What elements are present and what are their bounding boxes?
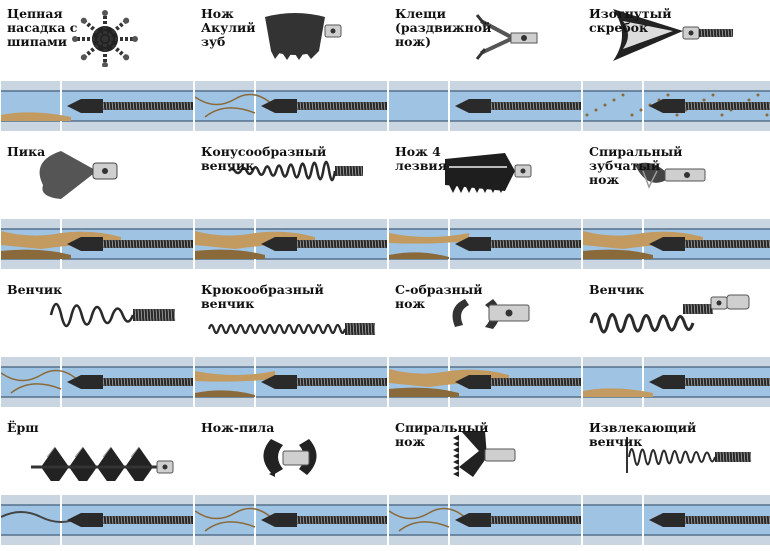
four-blade-cutter-icon: [445, 153, 532, 193]
pipe-cross-section: [195, 81, 387, 131]
tool-label: Венчик: [7, 282, 63, 297]
pipe-cross-section: [1, 219, 193, 269]
tool-label: Изогнутый скребок: [589, 6, 672, 35]
pipe-cross-section: [1, 357, 193, 407]
tool-cell: Цепная насадка с шипами: [1, 1, 193, 137]
tool-cell: Нож-пила: [195, 415, 387, 551]
curved-scraper-icon: [613, 9, 733, 61]
expanding-pliers-icon: [475, 14, 538, 60]
retrieving-whisk-icon: [626, 437, 752, 473]
pipe-cross-section: [195, 357, 387, 407]
tool-label: Конусообразный венчик: [201, 144, 327, 173]
pipe-cross-section: [389, 219, 581, 269]
pipe-cross-section: [195, 495, 387, 545]
tool-label: Клещи (раздвижной нож): [395, 6, 492, 49]
pipe-cross-section: [389, 81, 581, 131]
saw-cutter-icon: [263, 439, 317, 477]
spiral-cutter-icon: [453, 431, 516, 477]
tool-label: С-образный нож: [395, 282, 483, 311]
tool-cell: Венчик: [583, 277, 770, 413]
pipe-cross-section: [389, 357, 581, 407]
brush-auger-icon: [31, 446, 174, 481]
pipe-cross-section: [583, 357, 770, 407]
pipe-cross-section: [583, 81, 770, 131]
tool-cell: Нож Акулий зуб: [195, 1, 387, 137]
tool-label: Цепная насадка с шипами: [7, 6, 78, 49]
pipe-cross-section: [1, 495, 193, 545]
tool-cell: Извлекающий венчик: [583, 415, 770, 551]
tool-label: Извлекающий венчик: [589, 420, 697, 449]
pipe-cross-section: [389, 495, 581, 545]
tool-cell: Конусообразный венчик: [195, 139, 387, 275]
tool-label: Ёрш: [7, 420, 39, 435]
whisk-icon: [49, 302, 176, 328]
tool-label: Спиральный нож: [395, 420, 489, 449]
large-whisk-icon: [589, 294, 750, 334]
cone-whisk-icon: [227, 160, 363, 182]
tool-cell: Изогнутый скребок: [583, 1, 770, 137]
tool-cell: Нож 4 лезвия: [389, 139, 581, 275]
tool-cell: Ёрш: [1, 415, 193, 551]
tool-label: Пика: [7, 144, 46, 159]
tool-label: Нож 4 лезвия: [395, 144, 447, 173]
tool-label: Нож Акулий зуб: [201, 6, 256, 49]
tool-cell: Спиральный нож: [389, 415, 581, 551]
tool-label: Нож-пила: [201, 420, 275, 435]
tool-label: Крюкообразный венчик: [201, 282, 324, 311]
c-shaped-cutter-icon: [452, 299, 530, 329]
pipe-cross-section: [195, 219, 387, 269]
spade-head-icon: [39, 151, 118, 199]
tool-cell: С-образный нож: [389, 277, 581, 413]
pipe-cross-section: [583, 495, 770, 545]
hook-whisk-icon: [207, 322, 376, 336]
tool-cell: Венчик: [1, 277, 193, 413]
pipe-cross-section: [583, 219, 770, 269]
tool-cell: Пика: [1, 139, 193, 275]
tool-cell: Крюкообразный венчик: [195, 277, 387, 413]
tool-label: Венчик: [589, 282, 645, 297]
tool-cell: Спиральный зубчатый нож: [583, 139, 770, 275]
tool-cell: Клещи (раздвижной нож): [389, 1, 581, 137]
shark-tooth-cutter-icon: [265, 13, 342, 60]
pipe-cross-section: [1, 81, 193, 131]
tool-label: Спиральный зубчатый нож: [589, 144, 683, 187]
chain-spiked-head-icon: [72, 10, 138, 67]
spiral-toothed-cutter-icon: [635, 162, 706, 189]
